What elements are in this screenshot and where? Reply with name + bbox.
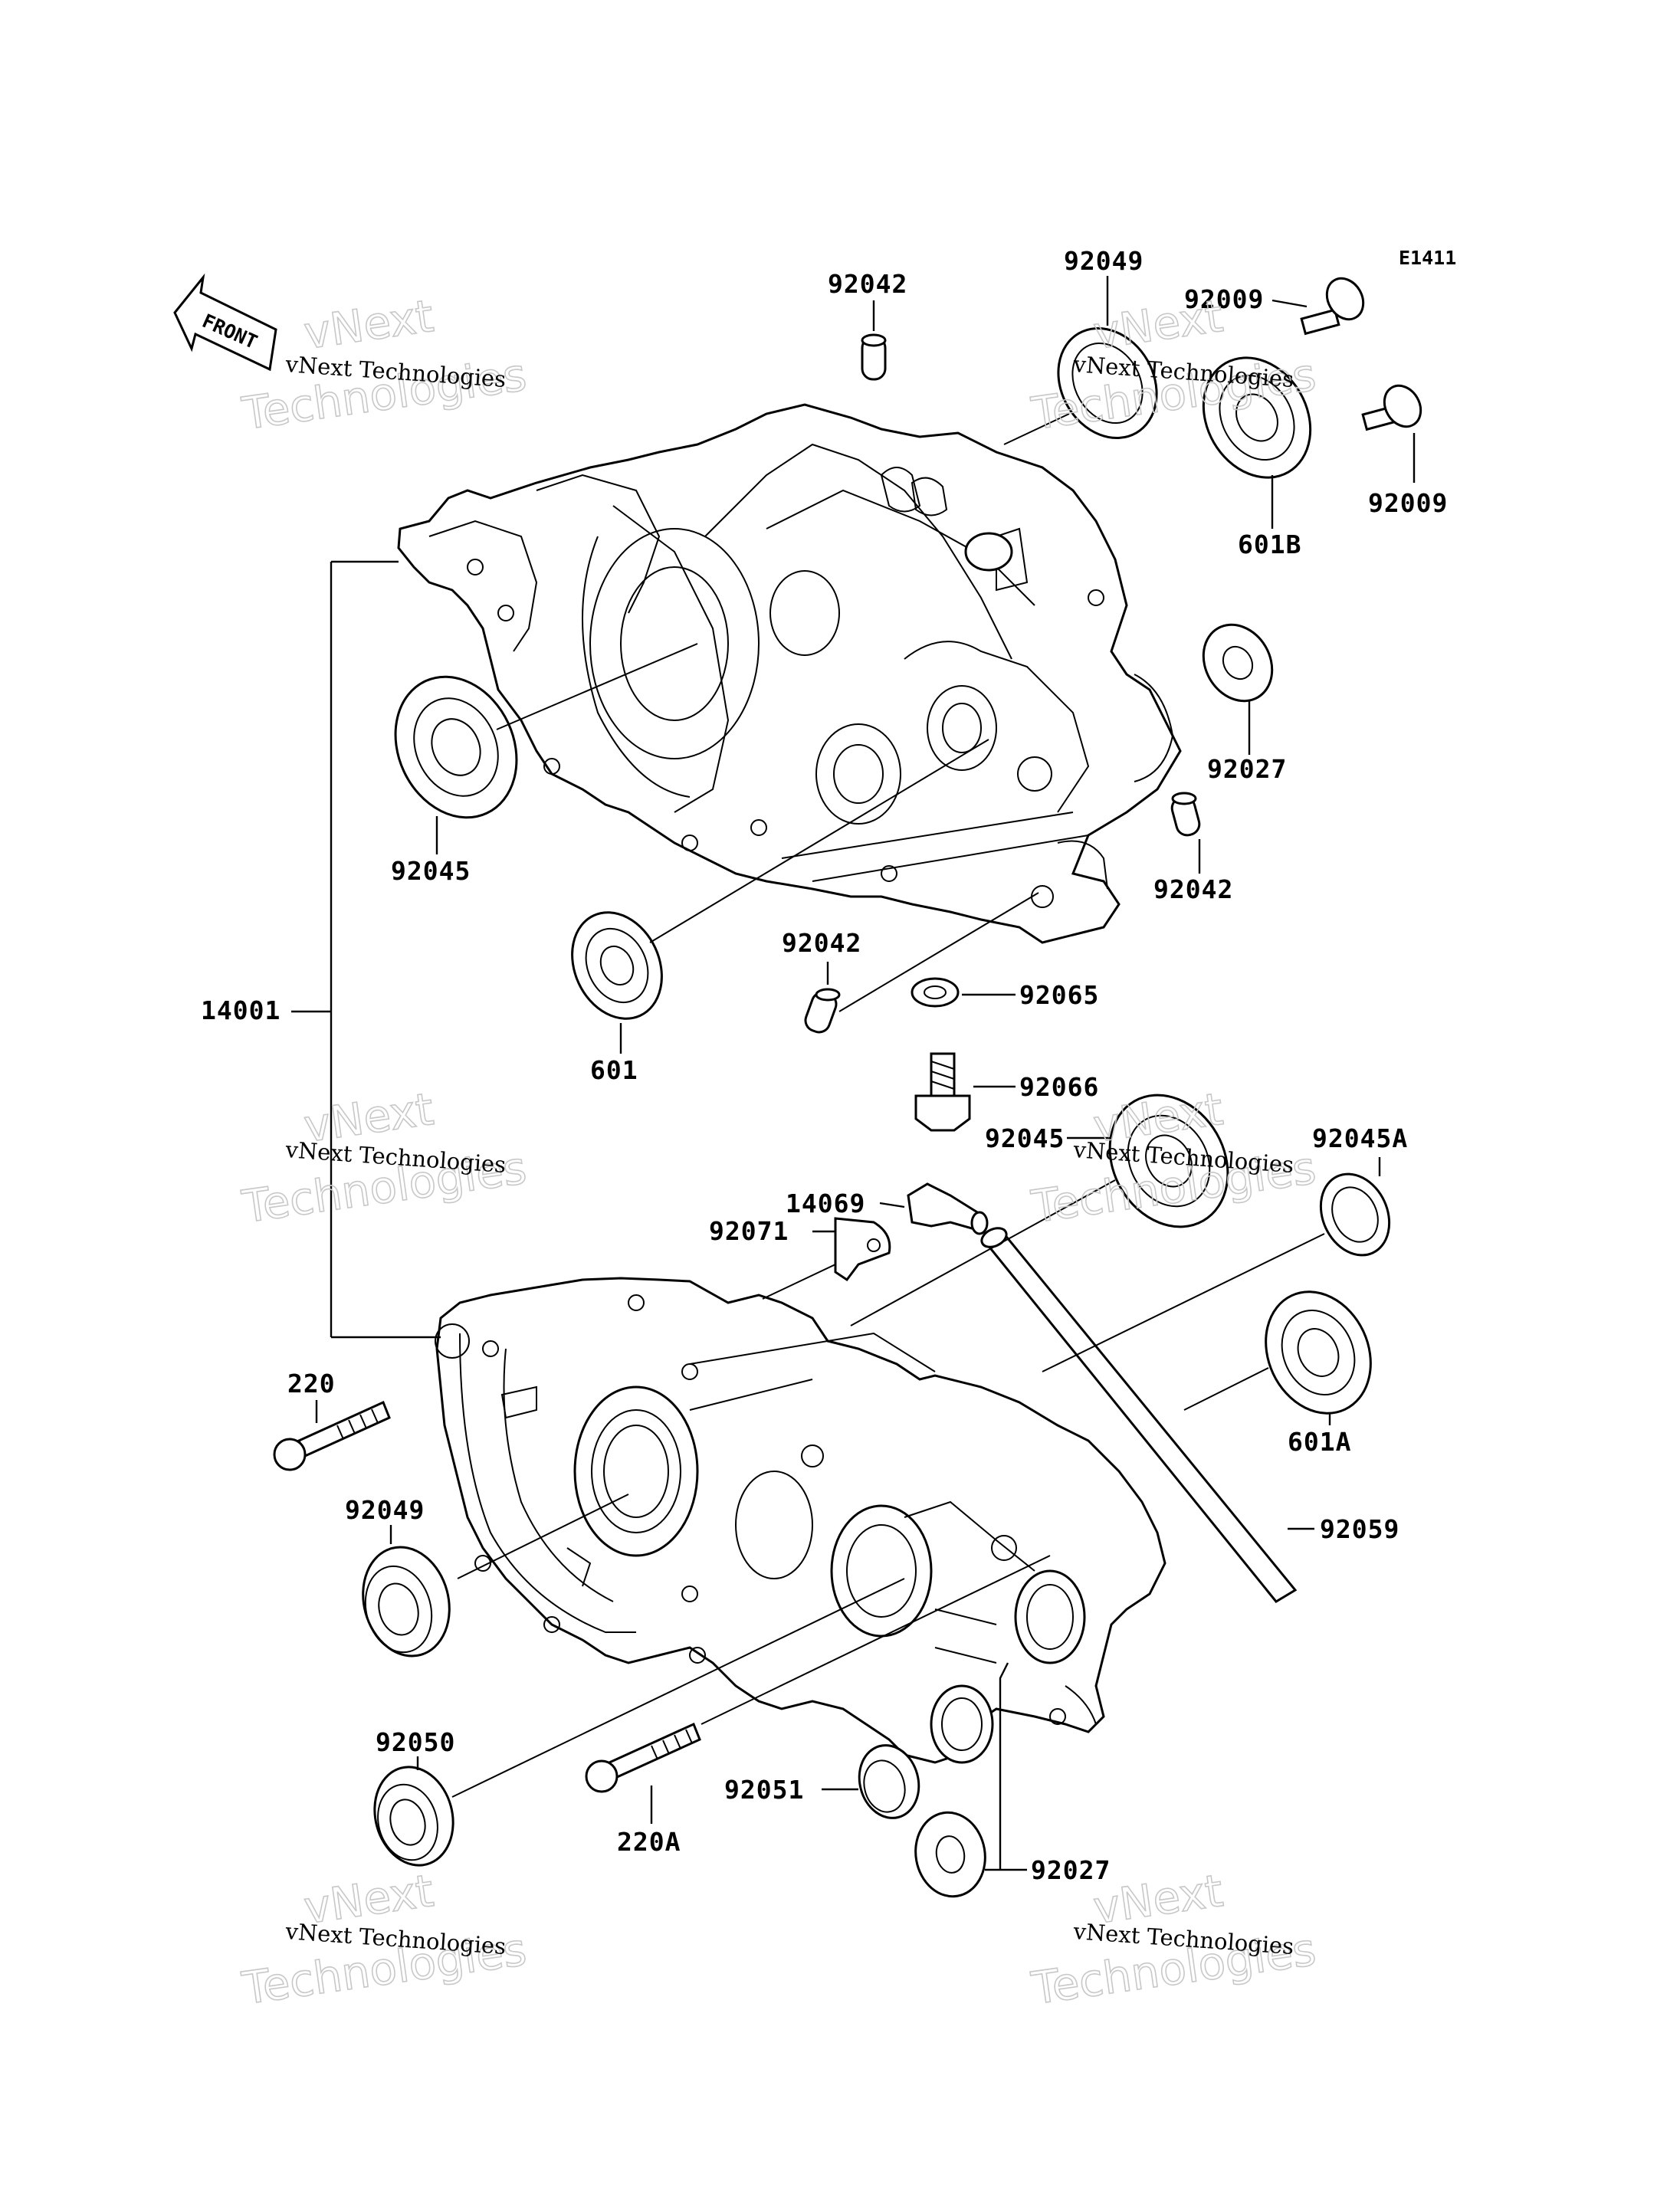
washer-92027-low — [914, 1811, 986, 1898]
fitting-14069 — [907, 1182, 989, 1235]
clamp-92071 — [834, 1217, 891, 1282]
washer-92027-top — [1202, 623, 1274, 703]
watermark-mid-right: vNext Technologies vNext Technologies — [1028, 1082, 1320, 1234]
front-arrow-icon: FRONT — [173, 273, 277, 372]
part-labels: 92042 92049 92009 92009 601B 92027 92042… — [201, 246, 1448, 1885]
label-92042-right: 92042 — [1153, 874, 1233, 904]
leader-lines — [291, 276, 1416, 1871]
label-92059: 92059 — [1320, 1514, 1399, 1544]
washer-92065 — [911, 977, 960, 1008]
label-601A: 601A — [1288, 1427, 1351, 1457]
watermark-bottom-right: vNext Technologies vNext Technologies — [1028, 1864, 1320, 2015]
label-92049-top: 92049 — [1064, 246, 1144, 276]
dowel-pin-92042-mid — [804, 988, 841, 1034]
label-14001: 14001 — [201, 995, 281, 1025]
label-92049-low: 92049 — [345, 1495, 425, 1525]
screw-92009-b — [1361, 384, 1422, 431]
bearing-601 — [571, 911, 663, 1020]
label-92071: 92071 — [709, 1216, 789, 1246]
label-92045-left: 92045 — [391, 856, 471, 886]
label-14069: 14069 — [786, 1189, 865, 1218]
label-220: 220 — [287, 1369, 336, 1399]
label-92009-a: 92009 — [1184, 284, 1264, 314]
label-92027-top: 92027 — [1207, 754, 1287, 784]
label-92042-top: 92042 — [828, 269, 907, 299]
drain-plug-92066 — [914, 1052, 971, 1132]
upper-crankcase-half — [397, 403, 1182, 944]
watermark-mid-left: vNext Technologies vNext Technologies — [238, 1082, 530, 1234]
bearing-601B — [1202, 356, 1312, 479]
oil-seal-92049-top — [1057, 326, 1158, 440]
bearing-92045-left — [394, 675, 518, 819]
dowel-pin-92042-right — [1170, 792, 1201, 837]
seal-92051 — [858, 1744, 920, 1819]
screw-92009-a — [1300, 277, 1365, 336]
label-92045-mid: 92045 — [985, 1123, 1065, 1153]
oil-seal-92049-low — [362, 1546, 451, 1658]
dowel-pin-92042-top — [861, 333, 887, 381]
bearing-92045A — [1319, 1172, 1391, 1257]
watermark-top-left: vNext Technologies vNext Technologies — [238, 289, 530, 441]
label-92045A: 92045A — [1312, 1123, 1408, 1153]
diagram-code: E1411 — [1399, 247, 1456, 269]
label-92065: 92065 — [1019, 980, 1099, 1010]
label-601: 601 — [590, 1055, 638, 1085]
bearing-92045-mid — [1108, 1094, 1229, 1228]
label-92050: 92050 — [376, 1727, 455, 1757]
oil-seal-92050 — [373, 1766, 454, 1867]
bearing-601A — [1265, 1290, 1372, 1415]
label-92027-low: 92027 — [1031, 1855, 1111, 1885]
label-92009-b: 92009 — [1368, 488, 1448, 518]
lower-crankcase-half — [435, 1277, 1166, 1764]
label-92042-mid: 92042 — [782, 928, 861, 958]
bolt-220A — [585, 1722, 701, 1793]
watermark-bottom-left: vNext Technologies vNext Technologies — [238, 1864, 530, 2015]
label-92051: 92051 — [724, 1775, 804, 1805]
svg-text:vNext: vNext — [1090, 290, 1226, 359]
bolt-220 — [273, 1400, 391, 1471]
label-601B: 601B — [1238, 530, 1301, 559]
label-92066: 92066 — [1019, 1072, 1099, 1102]
label-220A: 220A — [617, 1827, 681, 1857]
svg-text:vNext: vNext — [300, 290, 436, 359]
